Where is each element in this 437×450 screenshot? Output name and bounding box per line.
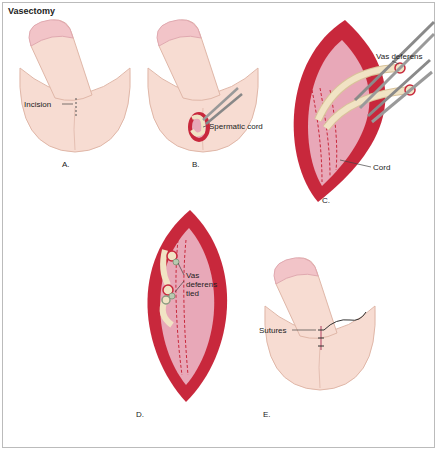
panel-b-figure xyxy=(148,20,259,152)
leader-line xyxy=(340,160,371,167)
frame xyxy=(3,3,435,448)
panel-letter: E. xyxy=(263,410,271,419)
leader-line xyxy=(292,330,316,331)
illustration-part xyxy=(169,293,175,299)
illustration-part xyxy=(160,228,214,385)
illustration-part xyxy=(368,60,430,116)
illustration-part xyxy=(360,34,434,108)
panel-c-figure xyxy=(294,20,434,202)
panel-letter: D. xyxy=(136,410,144,419)
leader-line xyxy=(392,61,399,64)
illustration-part xyxy=(312,90,322,182)
panel-e-figure xyxy=(265,258,376,390)
leader-line xyxy=(178,263,184,275)
illustration-part xyxy=(326,90,410,128)
illustration-part xyxy=(76,98,77,118)
illustration-part xyxy=(192,117,203,135)
leader-line xyxy=(203,126,206,127)
illustration-part xyxy=(318,338,324,339)
panel-letter: A. xyxy=(62,160,70,169)
illustration-part xyxy=(326,90,410,128)
illustration-part xyxy=(318,346,324,347)
illustration-part xyxy=(148,20,259,152)
leader-line xyxy=(175,281,184,292)
part-label: Vas deferens tied xyxy=(186,271,232,298)
illustration-part xyxy=(173,259,179,265)
illustration-part xyxy=(147,210,227,402)
part-label: Incision xyxy=(24,100,51,109)
illustration-part xyxy=(324,312,366,330)
illustration-part xyxy=(203,88,238,120)
illustration-part xyxy=(372,72,432,122)
illustration-part xyxy=(206,94,242,124)
leader-line xyxy=(62,104,73,105)
part-label: Sutures xyxy=(259,326,287,335)
part-label: Vas deferens xyxy=(376,52,423,61)
part-label: Spermatic cord xyxy=(209,122,263,131)
panel-a-figure xyxy=(20,20,131,152)
panel-d-figure xyxy=(147,210,227,402)
figure-title: Vasectomy xyxy=(8,6,55,16)
illustration-part xyxy=(20,20,131,152)
illustration-part xyxy=(355,22,434,100)
illustration-part xyxy=(318,330,324,331)
part-label: Cord xyxy=(373,163,390,172)
panel-letter: C. xyxy=(322,196,330,205)
illustration-part xyxy=(184,240,188,375)
illustration-part xyxy=(265,258,376,390)
panel-letter: B. xyxy=(192,160,200,169)
